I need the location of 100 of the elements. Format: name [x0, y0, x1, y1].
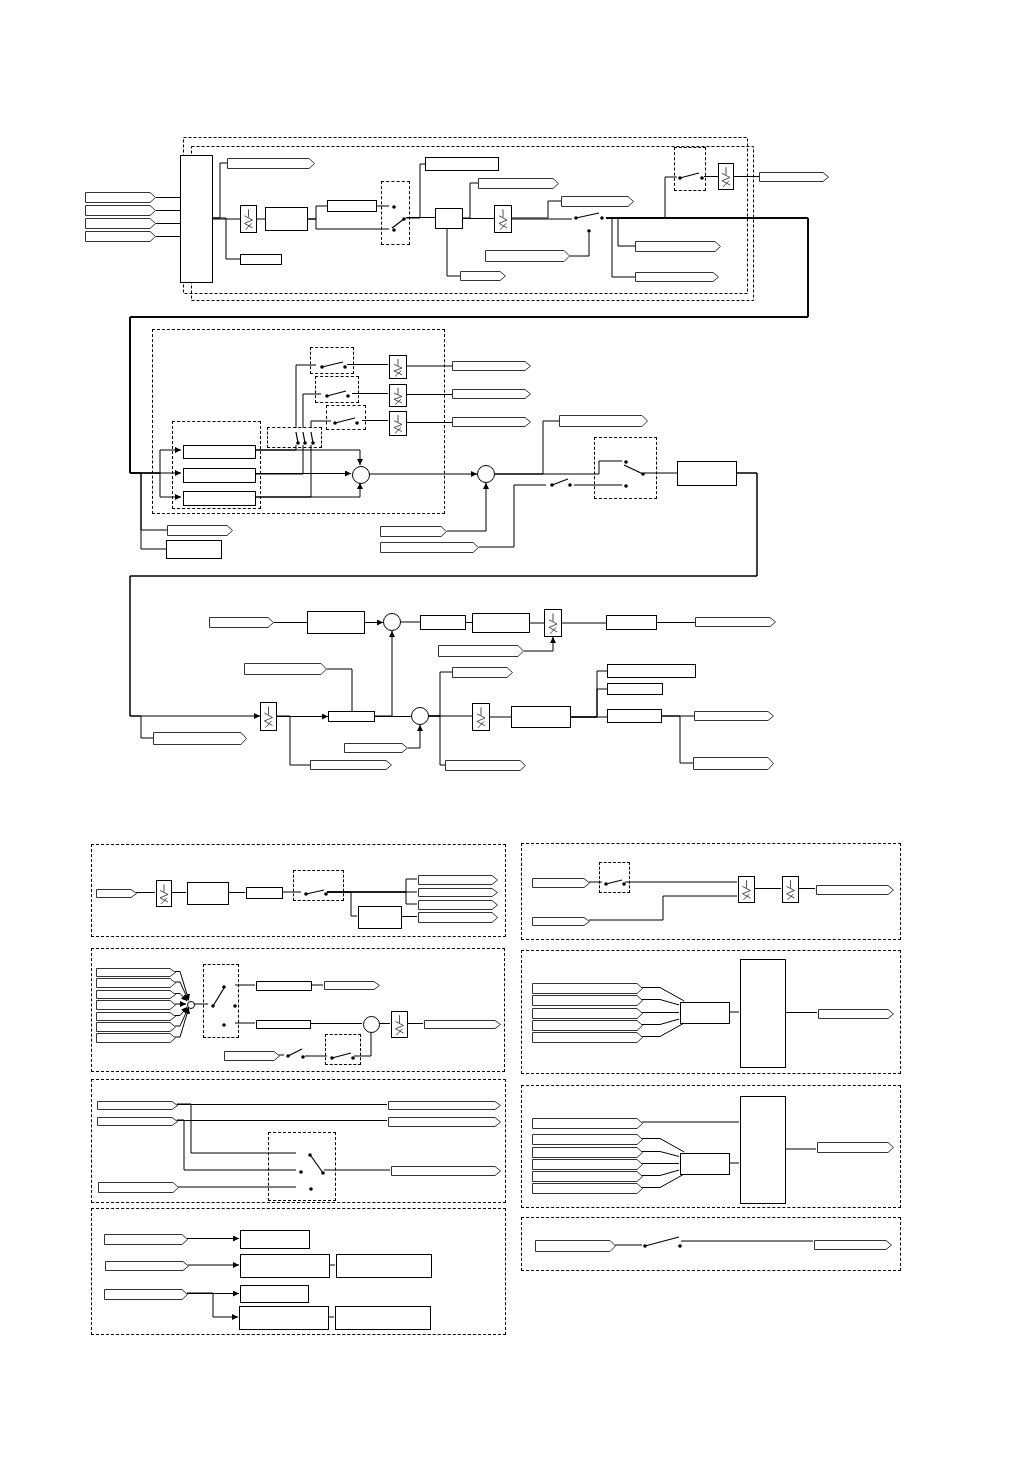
connector-line	[378, 1023, 391, 1024]
arrow	[187, 1262, 240, 1268]
block-box	[336, 1254, 432, 1278]
connector-line	[234, 1022, 256, 1024]
signal-tag	[85, 231, 156, 242]
connector-line	[680, 1240, 814, 1242]
filter-symbol	[260, 702, 277, 731]
block-box	[240, 1254, 330, 1278]
dashed-frame	[91, 844, 506, 937]
connector-line	[307, 218, 390, 230]
connector-line	[253, 444, 312, 498]
signal-tag	[85, 205, 156, 216]
signal-tag	[635, 272, 719, 282]
signal-tag	[818, 1009, 894, 1019]
signal-tag	[452, 417, 531, 427]
summing-circle	[477, 465, 495, 483]
arrow	[186, 1292, 239, 1320]
dashed-frame	[91, 1079, 506, 1203]
signal-tag	[635, 241, 721, 252]
signal-tag	[485, 250, 570, 262]
summing-circle	[363, 1016, 380, 1033]
dashed-frame	[521, 950, 901, 1074]
block-box	[740, 959, 786, 1068]
arrow	[174, 993, 188, 1002]
signal-tag	[816, 885, 894, 895]
connector-line	[643, 472, 678, 474]
signal-tag	[559, 415, 648, 427]
filter-symbol	[389, 355, 407, 379]
connector-line	[281, 891, 302, 893]
connector-line	[614, 1244, 643, 1246]
signal-tag	[532, 1118, 643, 1129]
connector-line	[176, 1119, 297, 1171]
signal-tag	[324, 981, 380, 990]
signal-tag	[224, 1051, 280, 1061]
connector-line	[797, 888, 816, 889]
signal-tag	[438, 645, 524, 657]
connector-line	[405, 422, 453, 423]
connector-line	[405, 394, 453, 395]
filter-symbol	[494, 205, 512, 233]
dashed-frame	[326, 405, 366, 430]
connector-line	[253, 444, 304, 475]
connector-line	[733, 176, 760, 177]
connector-line	[323, 1169, 391, 1171]
connector-line	[462, 218, 495, 219]
signal-tag	[532, 1134, 643, 1145]
connector-line	[155, 236, 181, 237]
connector-line	[234, 984, 256, 986]
dashed-frame	[268, 1132, 336, 1201]
signal-tag	[209, 617, 274, 628]
connector-line	[703, 176, 719, 177]
dashed-frame	[172, 421, 261, 509]
signal-tag	[85, 192, 156, 203]
filter-symbol	[391, 1011, 408, 1038]
block-box	[511, 706, 571, 728]
connector-line	[310, 984, 324, 986]
block-box	[166, 540, 222, 559]
connector-line	[353, 1031, 372, 1057]
block-box	[607, 709, 662, 723]
block-box	[183, 468, 256, 483]
block-box	[246, 887, 283, 899]
filter-symbol	[389, 384, 407, 407]
dashed-frame	[325, 1034, 361, 1065]
connector-line	[302, 393, 322, 429]
signal-tag	[418, 912, 498, 923]
connector-line	[400, 916, 418, 917]
connector-line	[326, 668, 353, 712]
connector-line	[405, 163, 426, 219]
dashed-frame	[521, 1217, 901, 1271]
connector-line	[641, 1163, 680, 1164]
dashed-frame	[594, 437, 657, 499]
signal-tag	[391, 1166, 501, 1176]
signal-tag	[478, 178, 559, 189]
connector-line	[573, 484, 623, 486]
connector-line	[428, 715, 473, 717]
connector-line	[295, 364, 317, 429]
block-box	[358, 906, 402, 929]
signal-tag	[418, 875, 498, 885]
signal-tag	[452, 667, 513, 678]
dashed-frame	[381, 181, 410, 245]
block-box	[239, 1306, 329, 1330]
block-box	[607, 683, 663, 695]
switch-symbol	[329, 1052, 356, 1062]
connector-line	[641, 999, 680, 1006]
connector-line	[400, 621, 421, 623]
arrow	[407, 724, 423, 749]
dashed-frame	[521, 1085, 901, 1208]
signal-tag	[96, 889, 137, 898]
connector-line	[588, 881, 603, 883]
block-box	[606, 615, 657, 630]
filter-symbol	[718, 163, 734, 190]
switch-symbol	[678, 172, 705, 183]
connector-line	[570, 716, 608, 718]
block-box	[307, 611, 365, 634]
connector-line	[155, 210, 181, 211]
signal-tag	[418, 888, 498, 897]
filter-symbol	[389, 411, 407, 436]
signal-tag	[460, 271, 506, 281]
connector-line	[351, 393, 389, 394]
signal-tag	[694, 711, 774, 721]
signal-tag	[97, 1117, 178, 1126]
